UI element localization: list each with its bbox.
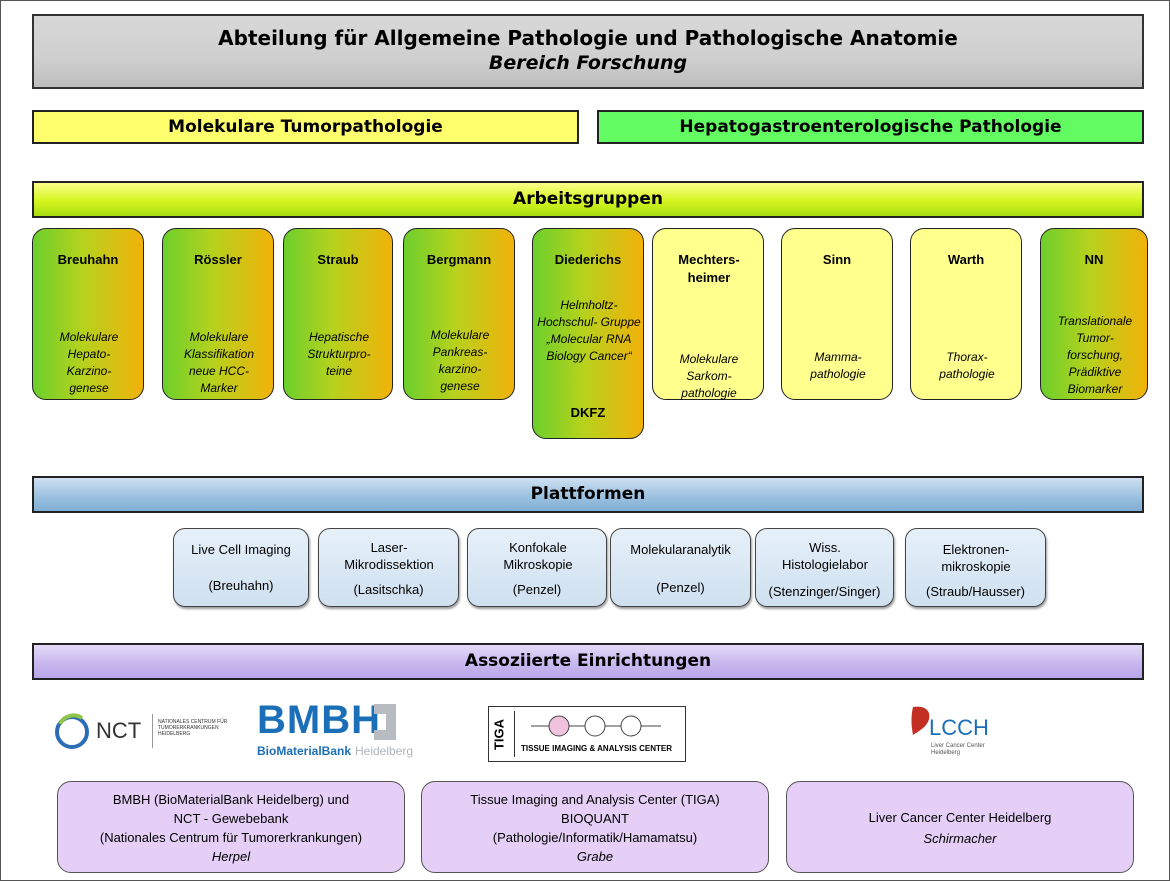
group-desc: Mamma- pathologie: [810, 350, 866, 381]
division-molecular-tumor-pathology: Molekulare Tumorpathologie: [32, 110, 579, 144]
assoziierte-header: Assoziierte Einrichtungen: [32, 643, 1144, 680]
group-bergmann: Bergmann Molekulare Pankreas- karzino- g…: [403, 228, 515, 400]
tiga-subtitle: TISSUE IMAGING & ANALYSIS CENTER: [521, 744, 672, 753]
arbeitsgruppen-header: Arbeitsgruppen: [32, 181, 1144, 218]
group-nn: NN Translationale Tumor- forschung, Präd…: [1040, 228, 1148, 400]
group-name: Straub: [317, 252, 359, 267]
group-name: Bergmann: [426, 252, 492, 267]
group-desc: Molekulare Hepato- Karzino- genese: [59, 330, 119, 395]
platform-name: Konfokale Mikroskopie: [503, 540, 573, 572]
group-desc: Molekulare Sarkom- pathologie: [679, 352, 739, 400]
institution-bmbh-nct: BMBH (BioMaterialBank Heidelberg) und NC…: [57, 781, 405, 873]
division-hepatogastroenterology: Hepatogastroenterologische Pathologie: [597, 110, 1144, 144]
header-box: Abteilung für Allgemeine Pathologie und …: [32, 14, 1144, 89]
institution-tiga: Tissue Imaging and Analysis Center (TIGA…: [421, 781, 769, 873]
bmbh-bracket-icon: [374, 704, 396, 740]
institution-line: (Nationales Centrum für Tumorerkrankunge…: [99, 830, 363, 845]
platform-lead: (Penzel): [512, 582, 562, 597]
platform-lead: (Straub/Hausser): [926, 584, 1025, 599]
group-warth: Warth Thorax- pathologie: [910, 228, 1022, 400]
tiga-wordmark: TIGA: [491, 718, 507, 751]
institution-line: Liver Cancer Center Heidelberg: [868, 810, 1052, 825]
group-sinn: Sinn Mamma- pathologie: [781, 228, 893, 400]
group-desc: Molekulare Pankreas- karzino- genese: [430, 328, 490, 393]
lcch-subtitle: Liver Cancer Center Heidelberg: [931, 743, 985, 756]
nct-ring-icon: [55, 713, 89, 749]
group-name: Warth: [947, 252, 985, 267]
group-straub: Straub Hepatische Strukturpro- teine: [283, 228, 393, 400]
group-institution-dkfz: DKFZ: [570, 405, 606, 420]
group-name: Sinn: [822, 252, 852, 267]
nct-subtitle: NATIONALES CENTRUM FÜR TUMORERKRANKUNGEN…: [158, 719, 228, 737]
tiga-logo: TIGA TISSUE IMAGING & ANALYSIS CENTER: [488, 706, 686, 762]
institution-person: Grabe: [576, 849, 614, 864]
platform-name: Wiss. Histologielabor: [782, 540, 868, 572]
institution-line: (Pathologie/Informatik/Hamamatsu): [492, 830, 698, 845]
platform-histology-lab: Wiss. Histologielabor (Stenzinger/Singer…: [755, 528, 894, 607]
platform-name: Molekularanalytik: [630, 542, 731, 557]
lcch-logo: LCCH Liver Cancer Center Heidelberg: [907, 705, 1017, 761]
institution-line: BIOQUANT: [561, 811, 629, 826]
tiga-divider: [514, 711, 515, 757]
institution-person: Schirmacher: [923, 831, 997, 846]
institution-line: Tissue Imaging and Analysis Center (TIGA…: [470, 792, 720, 807]
nct-logo: NCT NATIONALES CENTRUM FÜR TUMORERKRANKU…: [52, 708, 252, 754]
group-desc: Helmholtz- Hochschul- Gruppe „Molecular …: [537, 298, 641, 363]
group-desc: Translationale Tumor- forschung, Prädikt…: [1057, 314, 1133, 396]
platform-lead: (Breuhahn): [208, 578, 274, 593]
platform-lead: (Lasitschka): [353, 582, 424, 597]
institution-line: NCT - Gewebebank: [173, 811, 289, 826]
group-name: Mechters- heimer: [678, 252, 740, 285]
group-roessler: Rössler Molekulare Klassifikation neue H…: [162, 228, 274, 400]
institution-lcch: Liver Cancer Center Heidelberg Schirmach…: [786, 781, 1134, 873]
plattformen-header: Plattformen: [32, 476, 1144, 513]
bmbh-wordmark: BMBH: [257, 698, 381, 742]
nct-divider: [152, 714, 153, 748]
page-subtitle: Bereich Forschung: [488, 52, 688, 74]
group-breuhahn: Breuhahn Molekulare Hepato- Karzino- gen…: [32, 228, 144, 400]
group-name: Rössler: [194, 252, 242, 267]
institution-line: BMBH (BioMaterialBank Heidelberg) und: [112, 792, 350, 807]
group-name: NN: [1084, 252, 1104, 267]
platform-laser-microdissection: Laser- Mikrodissektion (Lasitschka): [318, 528, 459, 607]
tiga-tissue-icon: [531, 715, 661, 737]
page-title: Abteilung für Allgemeine Pathologie und …: [218, 26, 958, 50]
group-desc: Hepatische Strukturpro- teine: [307, 330, 371, 378]
nct-wordmark: NCT: [96, 718, 142, 743]
group-desc: Molekulare Klassifikation neue HCC- Mark…: [183, 330, 255, 395]
platform-name: Elektronen- mikroskopie: [941, 542, 1011, 574]
group-mechtersheimer: Mechters- heimer Molekulare Sarkom- path…: [652, 228, 764, 400]
bmbh-sub-biomaterialbank: BioMaterialBank: [257, 744, 352, 758]
group-name: Breuhahn: [57, 252, 119, 267]
institution-person: Herpel: [211, 849, 251, 864]
liver-icon: [911, 706, 930, 735]
platform-lead: (Penzel): [656, 580, 705, 595]
platform-molecular-analytics: Molekularanalytik (Penzel): [610, 528, 751, 607]
platform-electron-microscopy: Elektronen- mikroskopie (Straub/Hausser): [905, 528, 1046, 607]
bmbh-sub-heidelberg: Heidelberg: [355, 744, 414, 758]
platform-confocal-microscopy: Konfokale Mikroskopie (Penzel): [467, 528, 607, 607]
bmbh-logo: BMBH BioMaterialBank Heidelberg: [257, 698, 413, 764]
platform-name: Laser- Mikrodissektion: [344, 540, 434, 572]
lcch-wordmark: LCCH: [929, 715, 989, 740]
platform-live-cell-imaging: Live Cell Imaging (Breuhahn): [173, 528, 309, 607]
group-desc: Thorax- pathologie: [939, 350, 995, 381]
platform-name: Live Cell Imaging: [191, 542, 291, 557]
group-name: Diederichs: [554, 252, 622, 267]
group-diederichs: Diederichs Helmholtz- Hochschul- Gruppe …: [532, 228, 644, 439]
platform-lead: (Stenzinger/Singer): [768, 584, 881, 599]
